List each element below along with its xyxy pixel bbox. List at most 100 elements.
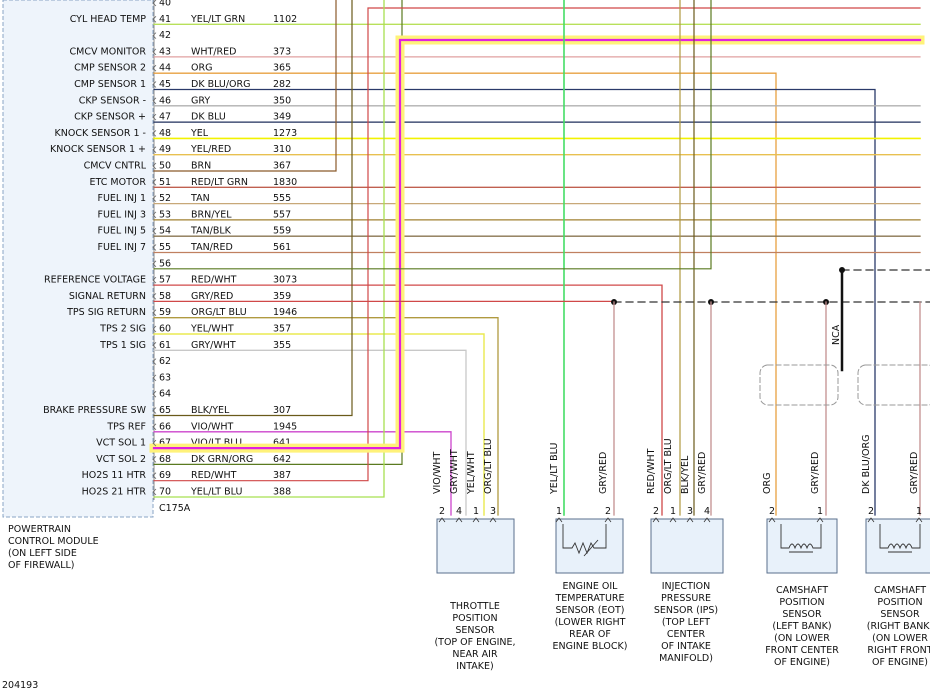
pin-hook-icon	[152, 162, 157, 170]
pin-number: 69	[159, 470, 171, 481]
wire-color: YEL/WHT	[190, 324, 234, 335]
pin-function: CMP SENSOR 1	[74, 79, 146, 90]
sensor-title-line: TEMPERATURE	[554, 593, 624, 604]
pin-function: TPS SIG RETURN	[66, 307, 146, 318]
circuit-number: 1830	[273, 177, 297, 188]
splice-label: NCA	[831, 324, 842, 345]
pin-hook-icon	[152, 374, 157, 382]
wire-color: TAN/RED	[190, 242, 233, 253]
module-label-line-3: (ON LEFT SIDE	[8, 548, 77, 559]
pin-function: VCT SOL 2	[96, 454, 146, 465]
pin-numbers: 4041424344454647484950515253545556575859…	[159, 0, 171, 498]
sensor-title-line: (ON LOWER	[872, 633, 928, 644]
pin-number: 65	[159, 405, 171, 416]
sensor-pin-number: 1	[473, 506, 479, 517]
circuit-number: 1946	[273, 307, 297, 318]
pin-number: 41	[159, 14, 171, 25]
sensor-pin-number: 1	[916, 506, 922, 517]
pin-number: 54	[159, 226, 171, 237]
connector-hook-icon	[472, 517, 480, 523]
sensor-pin-color: RED/WHT	[646, 448, 657, 494]
pin-function: CKP SENSOR -	[79, 95, 146, 106]
sensor-pin-color: ORG/LT BLU	[483, 438, 494, 494]
pcm-connector-block	[2, 0, 154, 518]
pin-number: 52	[159, 193, 171, 204]
pin-hook-icon	[152, 309, 157, 316]
pin-number: 63	[159, 372, 171, 383]
sensor-title-line: CAMSHAFT	[776, 585, 828, 596]
pin-number: 60	[159, 324, 171, 335]
sensor-pin-number: 4	[456, 506, 462, 517]
module-label-line-4: OF FIREWALL)	[8, 560, 75, 571]
thermistor-arrow-icon	[583, 539, 599, 557]
pin-number: 42	[159, 30, 171, 41]
pin-function: CMCV MONITOR	[70, 46, 147, 57]
sensor-pin-number: 4	[704, 506, 710, 517]
pin-hook-icon	[152, 0, 157, 7]
pin-function: KNOCK SENSOR 1 -	[55, 128, 146, 139]
pin-hook-icon	[152, 325, 157, 333]
shield-outline	[857, 364, 930, 406]
pin-number: 56	[159, 258, 171, 269]
sensor-pin-color: YEL/LT BLU	[549, 443, 560, 495]
pin-function: VCT SOL 1	[96, 438, 146, 449]
pin-function: HO2S 11 HTR	[82, 470, 147, 481]
pin-function: CKP SENSOR +	[74, 112, 146, 123]
wire-color: BRN/YEL	[191, 209, 232, 220]
pin-hook-icon	[152, 488, 157, 496]
sensor-pin-color: GRY/RED	[598, 452, 609, 494]
wire-65	[153, 0, 353, 417]
pin-number: 44	[159, 63, 171, 74]
wire-66	[153, 431, 452, 516]
sensor-title-line: THROTTLE	[449, 601, 500, 612]
sensor-title-line: SENSOR	[455, 625, 495, 636]
wire-color: DK BLU/ORG	[191, 79, 251, 90]
sensor-title-line: SENSOR (EOT)	[556, 605, 625, 616]
pin-function: CMP SENSOR 2	[74, 63, 146, 74]
sensor-pin-color: VIO/WHT	[432, 451, 443, 494]
pin-number: 40	[159, 0, 171, 9]
wire-44	[153, 72, 777, 516]
connector-hook-icon	[686, 517, 694, 523]
diagram-id: 204193	[2, 680, 38, 691]
circuit-number: 561	[273, 242, 291, 253]
pin-number: 51	[159, 177, 171, 188]
circuit-number: 3073	[273, 275, 297, 286]
sensor-pin-color: BLK/YEL	[680, 455, 691, 494]
pin-number: 45	[159, 79, 171, 90]
sensor-title-line: (LEFT BANK)	[772, 621, 831, 632]
circuit-number: 357	[273, 324, 291, 335]
circuit-number: 355	[273, 340, 291, 351]
wire-color: YEL	[190, 128, 209, 139]
connector-hook-icon	[703, 517, 711, 523]
sensor-title-line: MANIFOLD)	[659, 653, 713, 664]
sensor-title-line: OF ENGINE)	[872, 657, 928, 668]
pin-number: 46	[159, 95, 171, 106]
wire-color: GRY/RED	[191, 291, 233, 302]
connector-hook-icon	[438, 517, 446, 523]
pin-function: KNOCK SENSOR 1 +	[50, 144, 146, 155]
sensor-title-line: (TOP LEFT	[662, 617, 710, 628]
coil-icon	[780, 524, 822, 550]
connector-hook-icon	[455, 517, 463, 523]
connector-hook-icon	[867, 517, 875, 523]
sensor-title-line: (RIGHT BANK)	[867, 621, 930, 632]
pin-function: SIGNAL RETURN	[69, 291, 146, 302]
pin-number: 70	[159, 487, 171, 498]
circuit-number: 387	[273, 470, 291, 481]
pin-function: TPS 2 SIG	[99, 324, 146, 335]
pin-hook-icon	[152, 81, 157, 88]
pin-number: 49	[159, 144, 171, 155]
connector-hook-icon	[768, 517, 776, 523]
sensor-pin-color: GRY/RED	[909, 452, 920, 494]
pin-hook-icon	[152, 179, 157, 186]
sensor-pin-number: 3	[490, 506, 496, 517]
pin-number: 53	[159, 209, 171, 220]
sensor-pin-color: GRY/WHT	[449, 449, 460, 494]
wire-color: RED/WHT	[191, 275, 237, 286]
sensor-title-line: NEAR AIR	[452, 649, 498, 660]
wire-67-glow	[149, 35, 925, 453]
